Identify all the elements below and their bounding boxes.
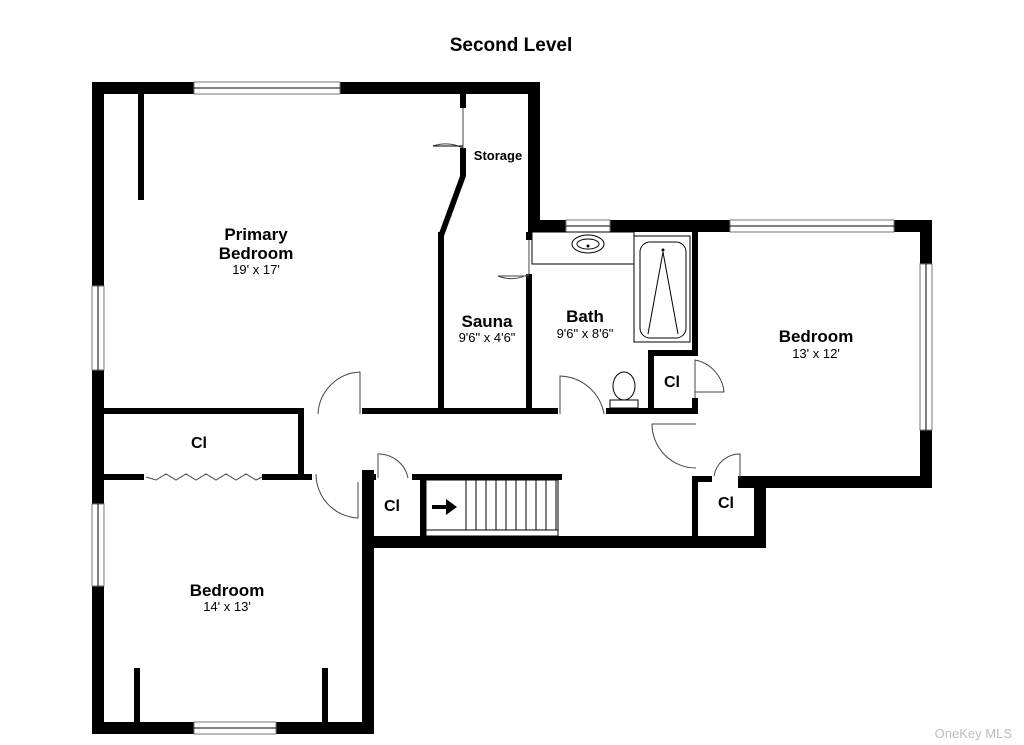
dims-sauna: 9'6" x 4'6" — [459, 330, 516, 345]
dims-bath: 9'6" x 8'6" — [557, 326, 614, 341]
label-closet-right: Cl — [718, 495, 734, 512]
label-bedroom-right: Bedroom — [779, 327, 854, 346]
door-bedroom-left — [315, 473, 359, 519]
dims-bedroom-right: 13' x 12' — [792, 346, 840, 361]
door-bedroom-right — [651, 423, 697, 469]
door-bath-closet — [694, 359, 725, 398]
toilet-icon — [609, 371, 639, 409]
door-closet-stair — [377, 453, 409, 479]
stairs — [425, 479, 559, 537]
plan-title: Second Level — [450, 35, 573, 56]
room-labels: Primary Bedroom 19' x 17' Storage Sauna … — [190, 148, 854, 614]
arrow-right-icon — [432, 499, 457, 515]
label-closet-hall: Cl — [191, 435, 207, 452]
interior-walls — [104, 94, 712, 722]
bifold-closet-doors — [145, 473, 263, 481]
dims-bedroom-left: 14' x 13' — [203, 599, 251, 614]
label-sauna: Sauna — [461, 312, 513, 331]
label-primary-line2: Bedroom — [219, 244, 294, 263]
label-closet-bath: Cl — [664, 374, 680, 391]
sink-icon — [571, 234, 605, 254]
label-primary-line1: Primary — [224, 225, 288, 244]
window-bedroom-left-side — [91, 503, 105, 587]
window-primary-left — [91, 285, 105, 371]
window-bedroom-left-bottom — [193, 721, 277, 735]
bathtub-icon — [633, 235, 691, 343]
fixtures — [425, 231, 691, 537]
door-sauna — [497, 240, 530, 280]
door-storage — [432, 108, 464, 149]
watermark: OneKey MLS — [935, 726, 1013, 741]
window-bath-top — [565, 219, 611, 233]
windows — [91, 81, 933, 735]
label-closet-stair: Cl — [384, 498, 400, 515]
label-bedroom-left: Bedroom — [190, 581, 265, 600]
doors — [145, 108, 741, 519]
label-storage: Storage — [474, 148, 522, 163]
door-primary — [317, 371, 361, 415]
window-bedroom-right-top — [729, 219, 895, 233]
door-closet-right — [713, 453, 741, 478]
window-bedroom-right-side — [919, 263, 933, 431]
label-bath: Bath — [566, 307, 604, 326]
dims-primary: 19' x 17' — [232, 262, 280, 277]
door-bath — [559, 375, 605, 415]
window-primary-top — [193, 81, 341, 95]
